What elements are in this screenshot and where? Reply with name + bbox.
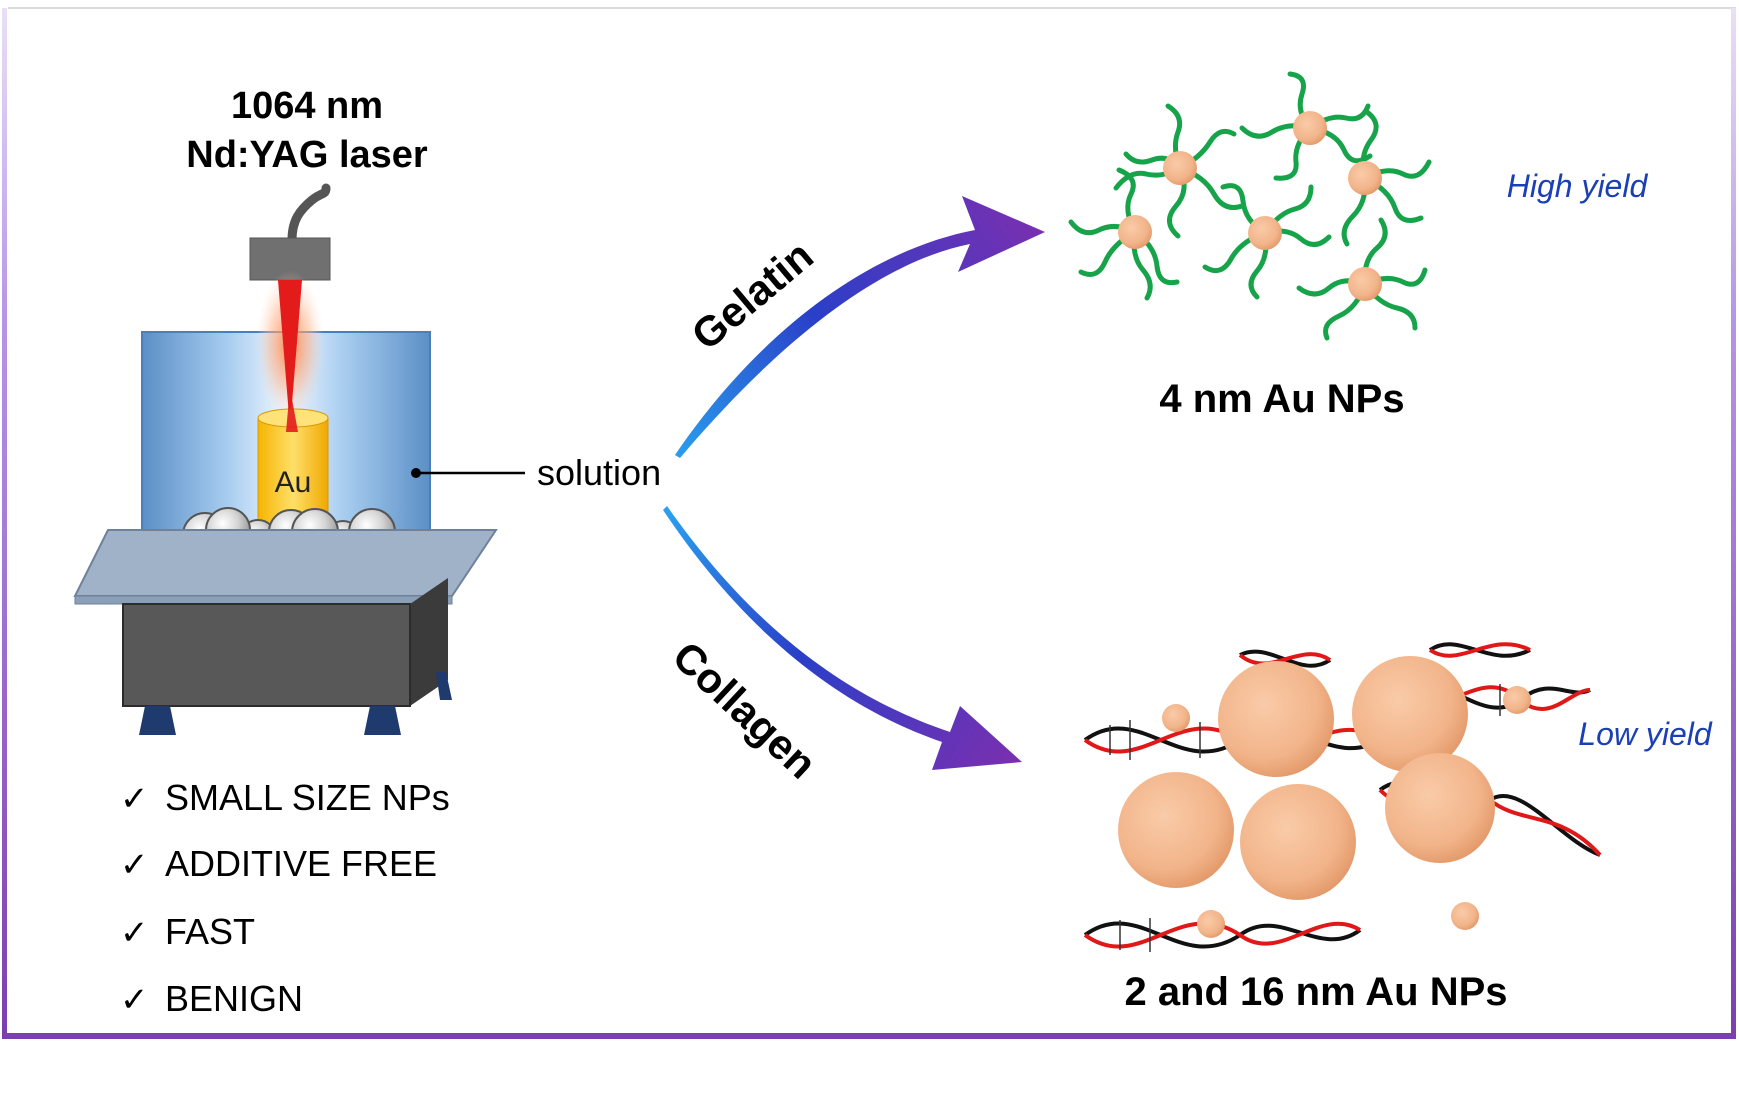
gelatin-yield-label: High yield (1507, 168, 1649, 204)
collagen-yield-label: Low yield (1578, 716, 1713, 752)
checklist-item: BENIGN (165, 978, 303, 1019)
check-icon: ✓ (120, 846, 149, 884)
sample-stage (73, 529, 498, 735)
laser-type-label: Nd:YAG laser (186, 134, 428, 176)
laser-head (249, 183, 331, 281)
gelatin-arrow (675, 196, 1045, 458)
check-icon: ✓ (120, 914, 149, 952)
solution-label: solution (537, 452, 661, 493)
collagen-arrow (663, 506, 1022, 770)
laser-wavelength-label: 1064 nm (231, 85, 383, 127)
solution-pointer (411, 468, 525, 478)
gelatin-product-label: 4 nm Au NPs (1159, 377, 1404, 421)
laser-beam (256, 270, 324, 428)
collagen-nanoparticle-cluster (1083, 642, 1602, 952)
check-icon: ✓ (120, 780, 149, 818)
gelatin-label: Gelatin (683, 231, 822, 359)
check-icon: ✓ (120, 981, 149, 1019)
collagen-product-label: 2 and 16 nm Au NPs (1124, 970, 1507, 1014)
checklist-item: ADDITIVE FREE (165, 843, 437, 884)
checklist-item: FAST (165, 911, 255, 952)
gelatin-nanoparticle-cluster (1068, 71, 1432, 341)
checklist: ✓ SMALL SIZE NPs ✓ ADDITIVE FREE ✓ FAST … (120, 777, 450, 1019)
checklist-item: SMALL SIZE NPs (165, 777, 450, 818)
gold-target-label: Au (275, 466, 312, 499)
frame (2, 7, 1736, 1039)
